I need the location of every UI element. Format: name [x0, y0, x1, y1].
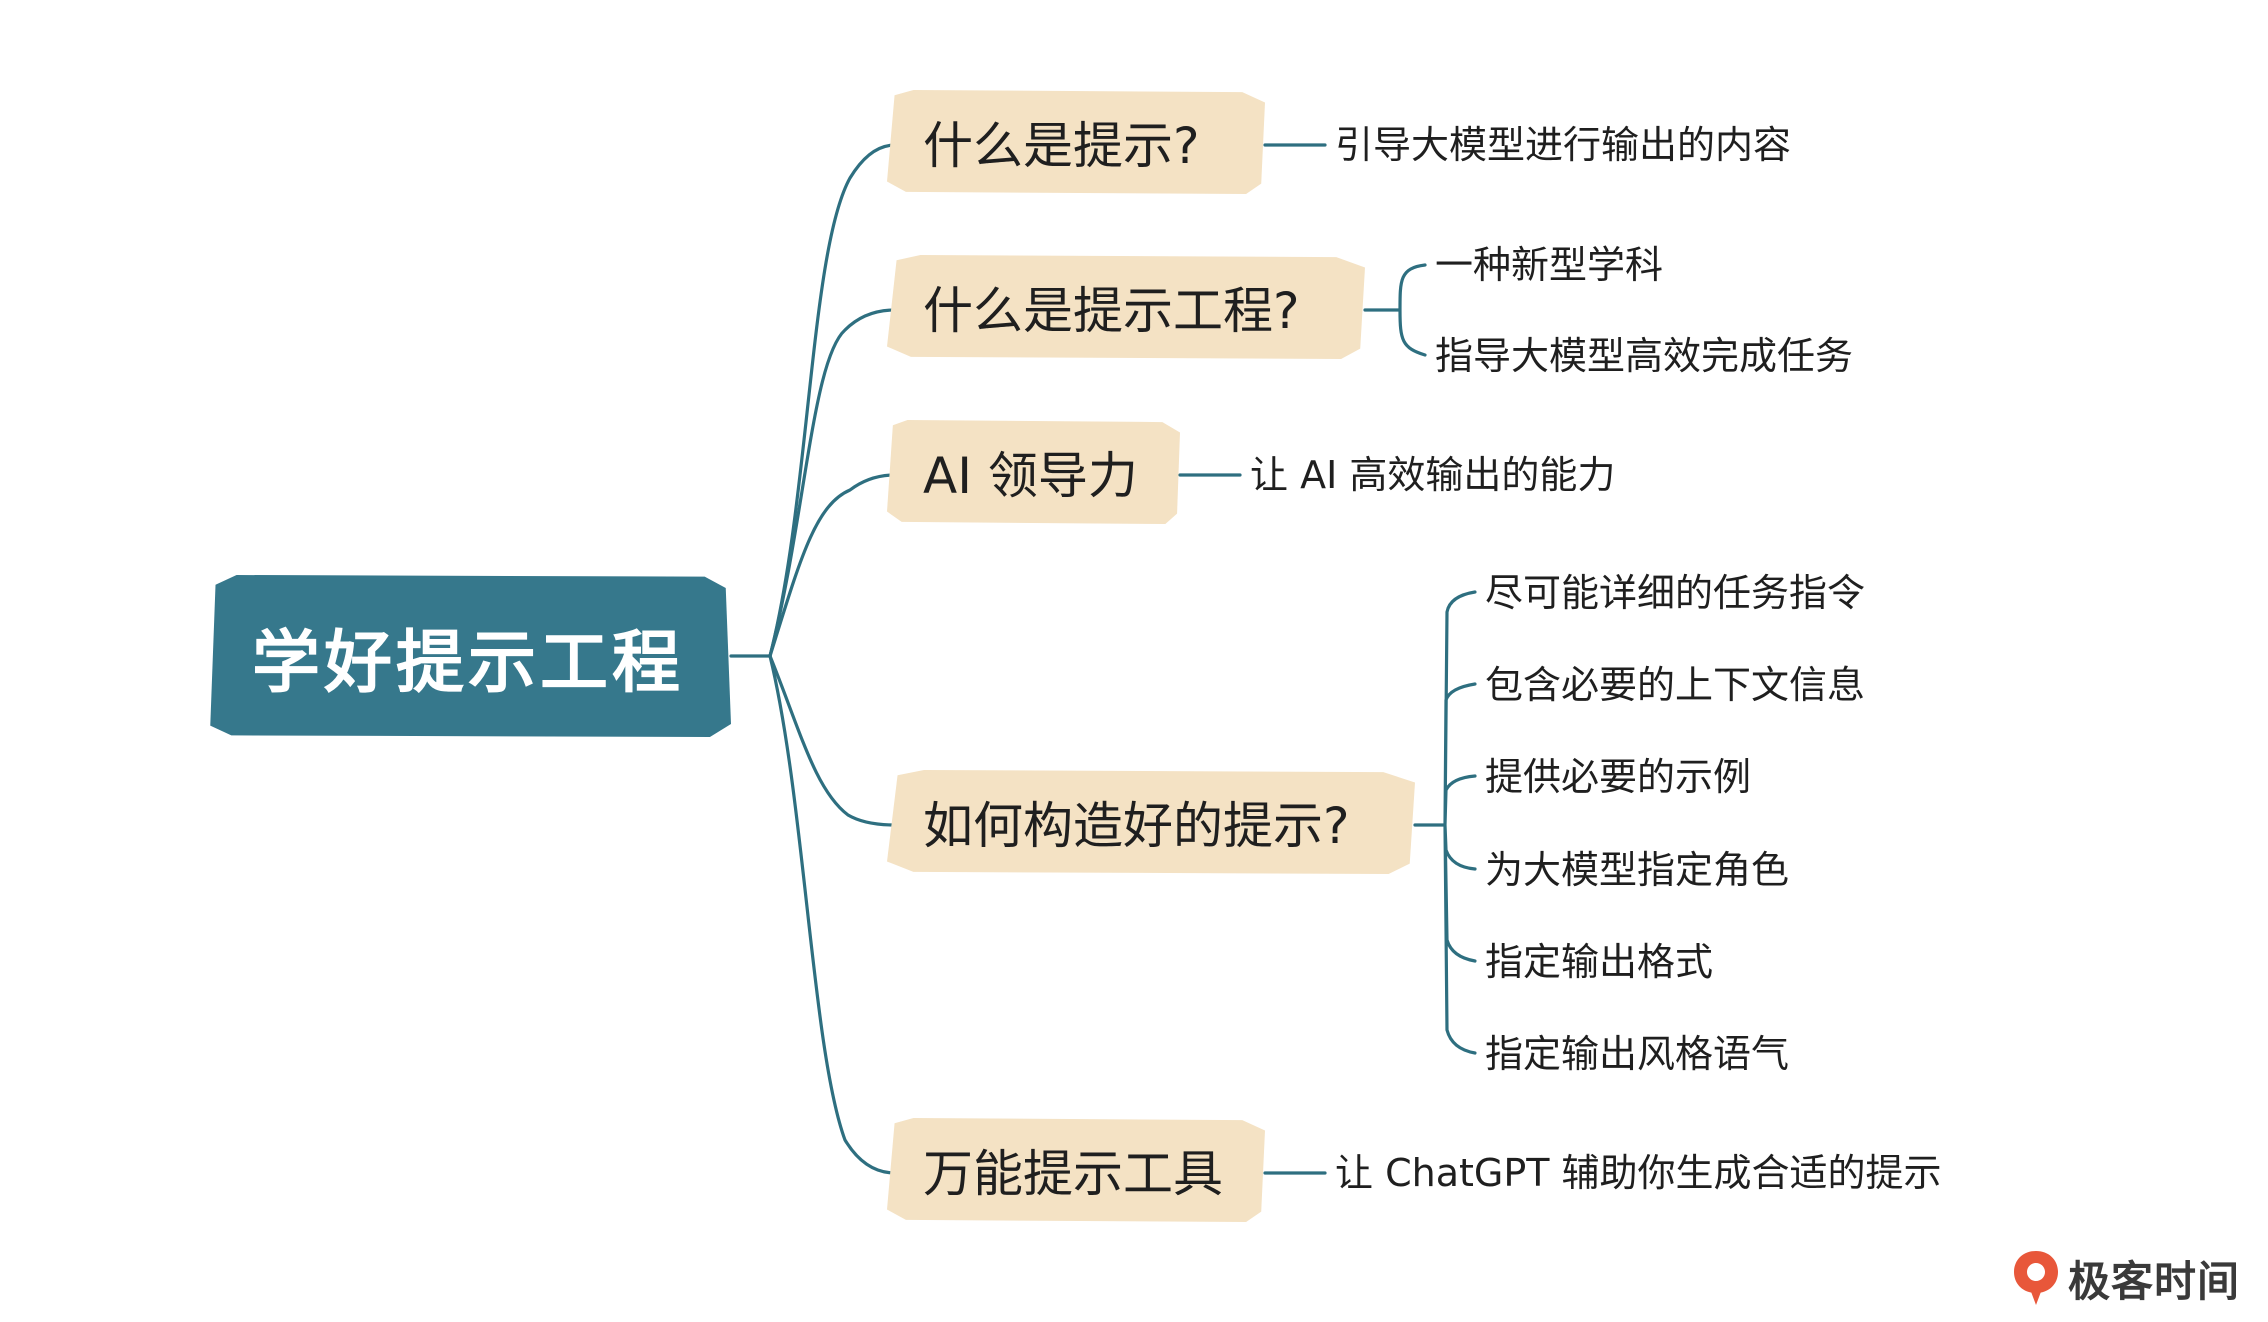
- leaf-node[interactable]: 让 AI 高效输出的能力: [1250, 453, 1616, 497]
- connector-root-branch-3: [768, 473, 897, 658]
- branch-node-universal-prompt-tool[interactable]: 万能提示工具: [887, 1118, 1265, 1222]
- branch-label: AI 领导力: [923, 447, 1138, 505]
- leaf-node[interactable]: 包含必要的上下文信息: [1485, 663, 1866, 707]
- brand-logo: 极客时间: [2010, 1242, 2240, 1314]
- root-node[interactable]: 学好提示工程: [210, 575, 731, 737]
- connector-root-branch-2: [768, 308, 897, 658]
- connector-root-branch-5: [768, 654, 897, 1175]
- branch-label: 什么是提示?: [923, 117, 1200, 175]
- branch-node-what-is-prompt-engineering[interactable]: 什么是提示工程?: [887, 255, 1365, 359]
- connector-branch-2-leaves: [1363, 263, 1427, 357]
- branch-label: 万能提示工具: [923, 1145, 1223, 1203]
- leaf-node[interactable]: 为大模型指定角色: [1485, 848, 1790, 892]
- branch-label: 什么是提示工程?: [923, 282, 1300, 340]
- branch-node-ai-leadership[interactable]: AI 领导力: [887, 420, 1180, 524]
- leaf-node[interactable]: 指定输出风格语气: [1485, 1032, 1790, 1076]
- connector-root-branch-1: [768, 143, 897, 658]
- leaf-node[interactable]: 提供必要的示例: [1485, 755, 1752, 799]
- leaf-node[interactable]: 引导大模型进行输出的内容: [1335, 123, 1792, 167]
- connector-branch-4-leaves: [1413, 590, 1477, 1055]
- leaf-node[interactable]: 让 ChatGPT 辅助你生成合适的提示: [1335, 1151, 1942, 1195]
- leaf-node[interactable]: 指定输出格式: [1485, 940, 1714, 984]
- root-node-label: 学好提示工程: [251, 623, 684, 703]
- brand-name: 极客时间: [2068, 1256, 2241, 1306]
- leaf-node[interactable]: 尽可能详细的任务指令: [1485, 571, 1866, 615]
- branch-node-what-is-prompt[interactable]: 什么是提示?: [887, 90, 1265, 194]
- leaf-node[interactable]: 一种新型学科: [1435, 243, 1664, 287]
- branch-node-how-to-build-good-prompt[interactable]: 如何构造好的提示?: [887, 770, 1415, 874]
- connector-root-branch-4: [768, 654, 897, 827]
- leaf-node[interactable]: 指导大模型高效完成任务: [1435, 334, 1854, 378]
- branch-label: 如何构造好的提示?: [923, 797, 1350, 855]
- geektime-logo-icon: [2014, 1251, 2058, 1305]
